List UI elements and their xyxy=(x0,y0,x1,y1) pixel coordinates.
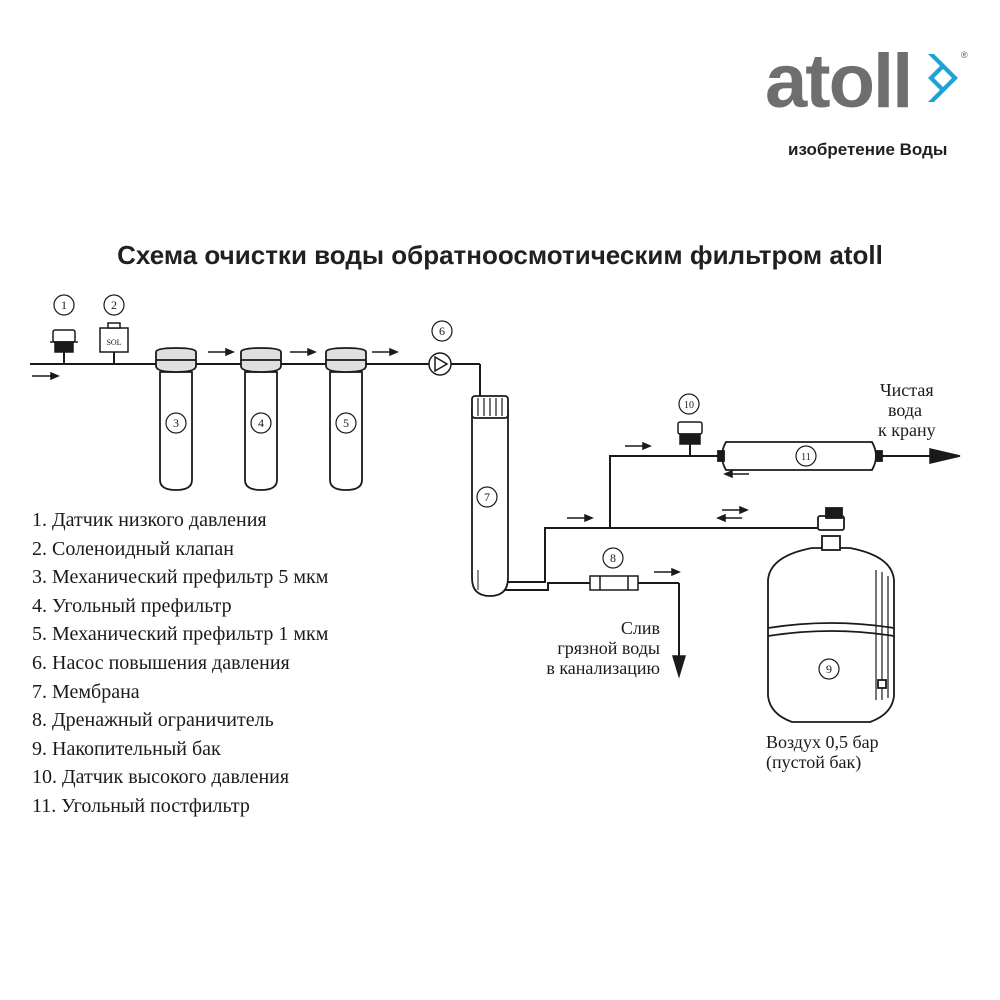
legend-item: 11. Угольный постфильтр xyxy=(32,794,250,817)
number-3: 3 xyxy=(173,416,179,430)
number-5: 5 xyxy=(343,416,349,430)
number-1: 1 xyxy=(61,298,67,312)
solenoid-valve-icon xyxy=(99,322,129,353)
permeate-pipe xyxy=(500,455,718,583)
drain-label: Слив грязной воды в канализацию xyxy=(546,618,660,678)
legend-item: 4. Угольный префильтр xyxy=(32,594,232,617)
legend-item: 10. Датчик высокого давления xyxy=(32,766,290,789)
legend-item: 8. Дренажный ограничитель xyxy=(32,709,274,732)
brand-tagline: изобретение Воды xyxy=(788,140,948,159)
registered-mark: ® xyxy=(961,50,968,60)
legend-item: 9. Накопительный бак xyxy=(32,737,221,760)
number-8: 8 xyxy=(610,551,616,565)
booster-pump-icon xyxy=(428,352,452,376)
number-9: 9 xyxy=(826,662,832,676)
number-4: 4 xyxy=(258,416,264,430)
storage-tank xyxy=(767,507,895,723)
high-pressure-sensor-icon xyxy=(677,421,703,445)
legend-list: 1. Датчик низкого давления 2. Соленоидны… xyxy=(32,506,328,821)
brand-logo-mark-icon xyxy=(920,50,960,111)
number-11: 11 xyxy=(801,452,811,463)
clean-water-arrow xyxy=(929,448,961,464)
solenoid-label: SOL xyxy=(106,338,121,347)
legend-item: 5. Механический префильтр 1 мкм xyxy=(32,623,329,646)
clean-water-label: Чистая вода к крану xyxy=(878,380,936,440)
drain-pipe xyxy=(500,582,590,591)
brand-logo-wordmark: atoll xyxy=(765,39,913,124)
page-title: Схема очистки воды обратноосмотическим ф… xyxy=(117,240,883,270)
drain-restrictor-icon xyxy=(589,575,639,591)
tank-air-label: Воздух 0,5 бар (пустой бак) xyxy=(766,732,879,772)
legend-item: 2. Соленоидный клапан xyxy=(32,537,234,560)
legend-item: 1. Датчик низкого давления xyxy=(32,509,267,531)
drain-arrow xyxy=(671,655,687,679)
legend-item: 6. Насос повышения давления xyxy=(32,651,290,674)
number-10: 10 xyxy=(684,400,694,411)
low-pressure-sensor-icon xyxy=(50,329,78,353)
number-7: 7 xyxy=(484,490,490,504)
number-6: 6 xyxy=(439,324,445,338)
legend-item: 3. Механический префильтр 5 мкм xyxy=(32,566,329,589)
number-2: 2 xyxy=(111,298,117,312)
legend-item: 7. Мембрана xyxy=(32,680,140,703)
